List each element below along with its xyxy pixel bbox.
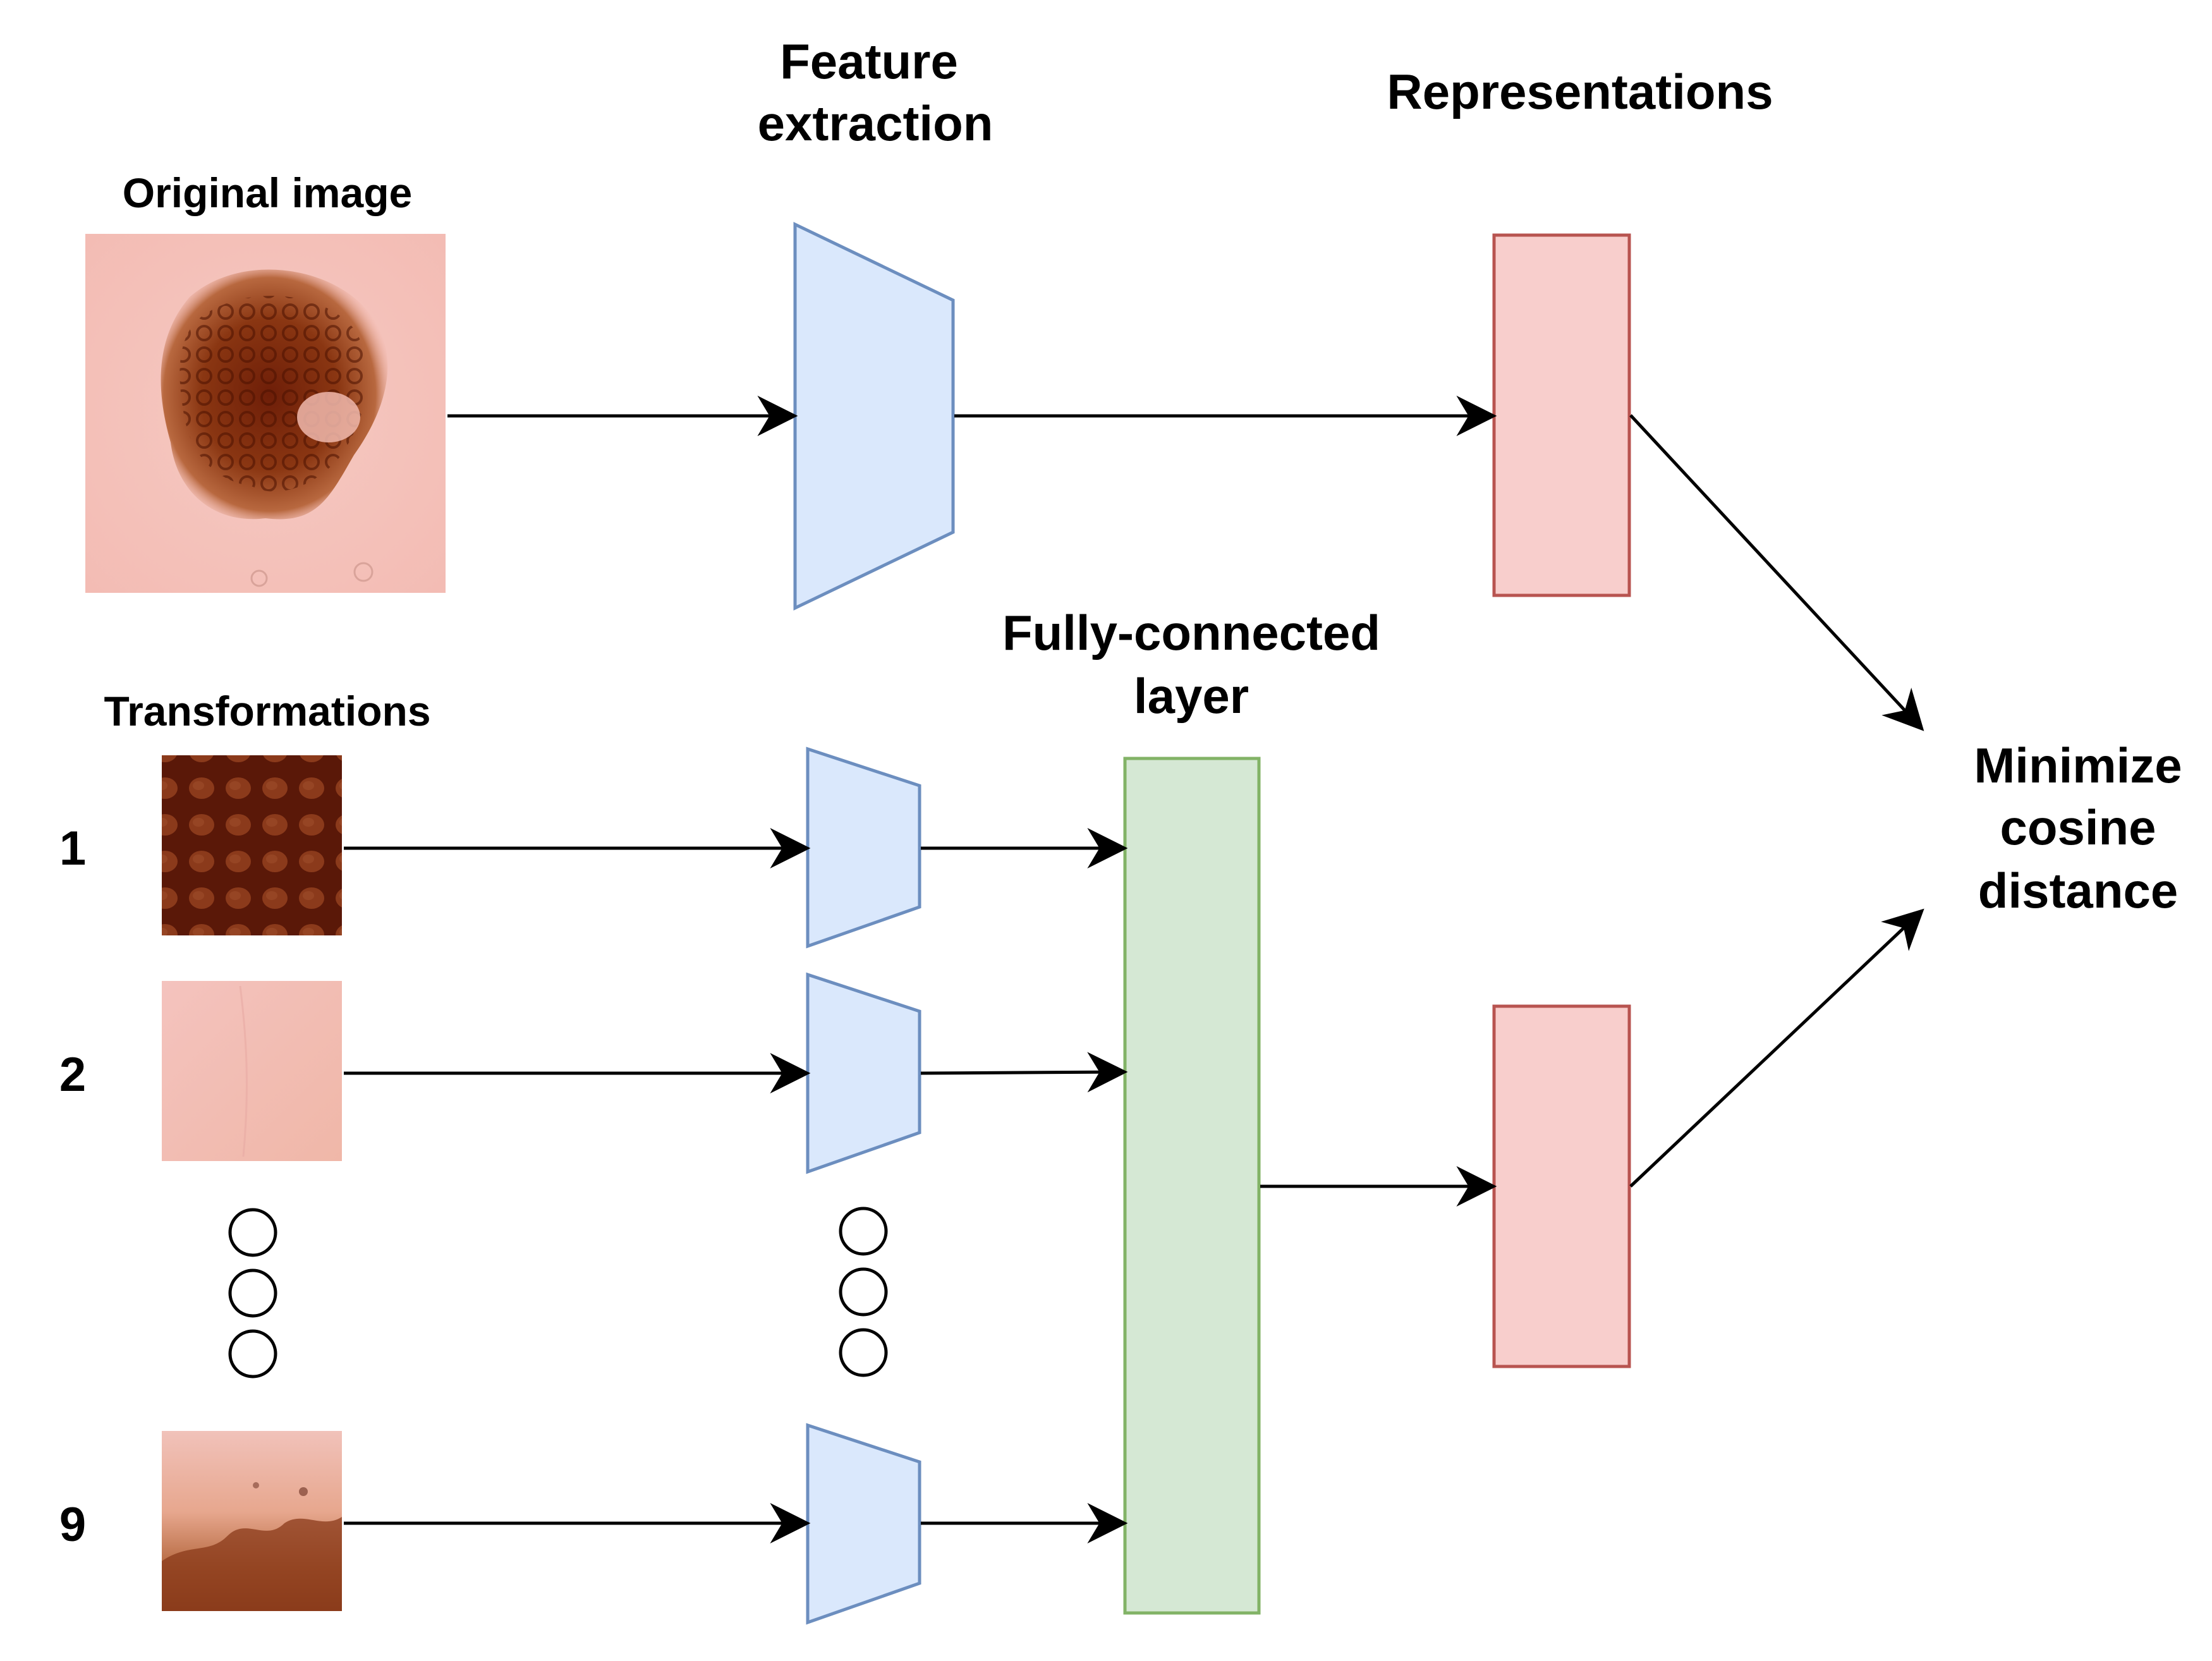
transform-image-2 xyxy=(162,981,342,1161)
arrow-enc2-to-fc xyxy=(920,1052,1128,1093)
original-image-label: Original image xyxy=(123,169,412,216)
feature-extractor-2 xyxy=(806,972,921,1174)
ellipsis-icon-images xyxy=(228,1208,277,1378)
arrow-rep1-to-minimize xyxy=(1629,414,1924,731)
fully-connected-label-line2: layer xyxy=(1134,668,1249,724)
ellipsis-icon-encoders xyxy=(839,1207,888,1377)
transform-number-9: 9 xyxy=(59,1498,86,1552)
transform-image-1 xyxy=(162,755,342,935)
minimize-label-line1: Minimize xyxy=(1974,738,2182,793)
representation-transformed xyxy=(1492,1004,1631,1368)
representations-label: Representations xyxy=(1387,64,1773,119)
feature-extractor-1 xyxy=(806,746,921,949)
transform-number-1: 1 xyxy=(59,822,86,875)
arrows xyxy=(344,396,1924,1543)
feature-extractor-9 xyxy=(806,1423,921,1625)
minimize-label-line2: cosine xyxy=(2000,800,2156,855)
original-image xyxy=(85,234,446,593)
transform-number-2: 2 xyxy=(59,1048,86,1102)
fully-connected-layer xyxy=(1123,757,1261,1615)
representation-original xyxy=(1492,233,1631,597)
arrow-rep2-to-minimize xyxy=(1629,908,1924,1188)
fully-connected-label-line1: Fully-connected xyxy=(1002,605,1380,660)
feature-extraction-label-line2: extraction xyxy=(758,95,994,151)
feature-extraction-label-line1: Feature xyxy=(780,33,958,89)
transformations-label: Transformations xyxy=(104,688,430,734)
feature-extractor-main xyxy=(793,222,955,611)
minimize-label-line3: distance xyxy=(1978,863,2178,918)
transform-image-9 xyxy=(162,1431,342,1611)
